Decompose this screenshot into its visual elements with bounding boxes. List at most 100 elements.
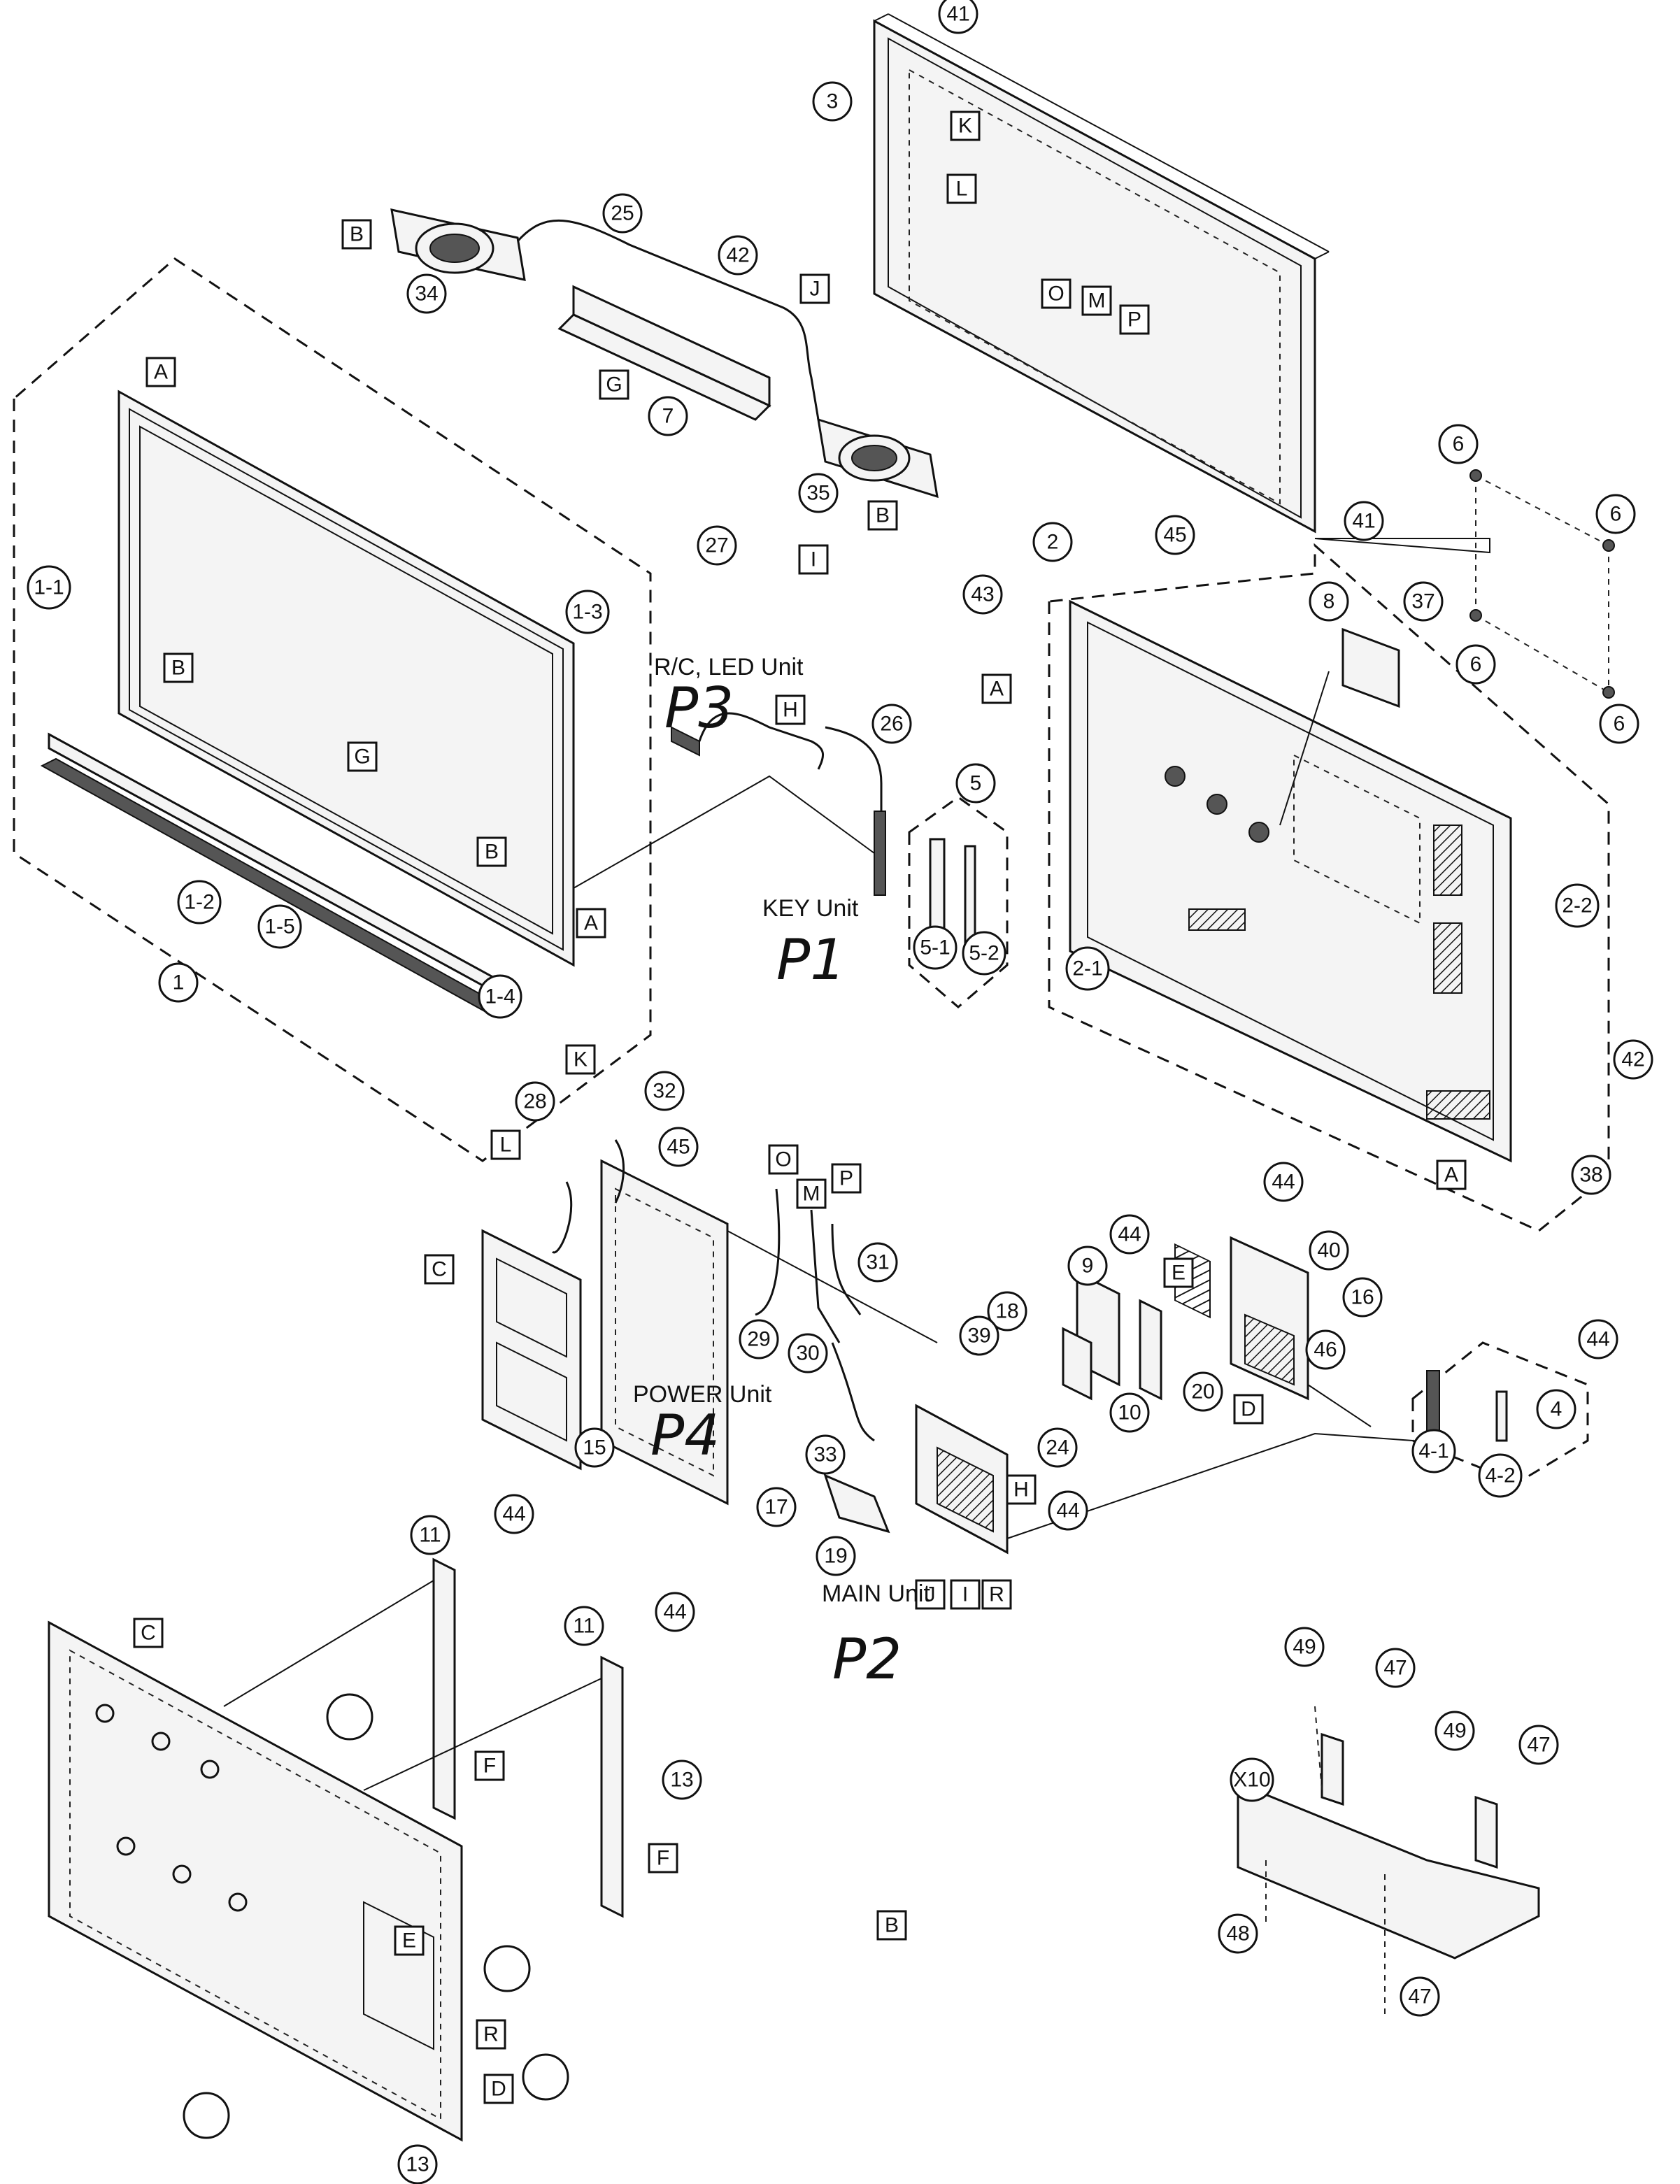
ref-box-frame	[648, 1843, 678, 1873]
callout-c38: 38	[1571, 1155, 1611, 1195]
callout-circle	[662, 1760, 702, 1800]
ref-box-frame	[1163, 1257, 1194, 1288]
ref-box-bD1: D	[1233, 1394, 1264, 1425]
callout-circle	[739, 1319, 779, 1359]
ref-box-bB5: B	[876, 1910, 907, 1941]
callout-circle	[644, 1071, 685, 1111]
ref-box-label: H	[783, 699, 798, 722]
callout-circle	[816, 1536, 856, 1576]
ref-box-frame	[1006, 1474, 1037, 1505]
speaker-cable-25	[516, 219, 820, 420]
ref-box-label: B	[876, 504, 890, 527]
callout-c46: 46	[1305, 1329, 1346, 1370]
callout-circle	[1555, 883, 1600, 928]
callout-c10: 10	[1109, 1392, 1150, 1433]
callout-c29: 29	[739, 1319, 779, 1359]
ref-box-bO1: O	[1041, 278, 1072, 309]
ref-box-bB1: B	[341, 219, 372, 250]
key-board-5-2	[964, 845, 976, 945]
callout-circle	[257, 904, 302, 949]
callout-label: 17	[764, 1496, 788, 1519]
callout-circle	[788, 1333, 828, 1373]
callout-label: 13	[406, 2153, 429, 2176]
callout-label: 24	[1046, 1436, 1069, 1459]
callout-c1-4: 1-4	[478, 974, 522, 1019]
ref-box-label: F	[657, 1847, 669, 1870]
callout-label: 11	[573, 1615, 595, 1638]
callout-circle	[798, 473, 839, 513]
callout-label: 6	[1470, 653, 1482, 676]
ref-box-label: P	[1127, 308, 1141, 331]
ref-box-frame	[798, 544, 829, 575]
callout-circle	[871, 704, 912, 744]
callout-label: 44	[1118, 1223, 1141, 1246]
ref-box-label: M	[803, 1183, 820, 1206]
callout-c43: 43	[962, 574, 1003, 615]
ref-box-bF2: F	[648, 1843, 678, 1873]
callout-c5-2: 5-2	[962, 931, 1006, 976]
callout-label: 2-1	[1072, 957, 1102, 980]
ref-box-label: M	[1088, 290, 1106, 313]
callout-label: 49	[1293, 1636, 1316, 1659]
callout-label: 44	[502, 1503, 525, 1526]
callout-c5-1: 5-1	[913, 925, 958, 970]
ref-box-frame	[145, 357, 176, 387]
callout-label: 10	[1118, 1401, 1141, 1425]
callout-c44d: 44	[1048, 1490, 1088, 1531]
callout-circle	[602, 193, 643, 234]
ref-box-bI1: I	[798, 544, 829, 575]
callout-c1: 1	[158, 962, 199, 1003]
callout-c32: 32	[644, 1071, 685, 1111]
cable-32	[614, 1139, 625, 1204]
callout-label: 9	[1082, 1255, 1094, 1278]
ref-box-frame	[946, 173, 977, 204]
ref-box-bP1: P	[1119, 304, 1150, 335]
back-chassis-panel	[48, 1620, 463, 2142]
ref-box-label: R	[989, 1583, 1004, 1606]
stand-x10	[1237, 1706, 1540, 2014]
callout-c4: 4	[1536, 1389, 1576, 1429]
callout-label: 5-2	[969, 942, 999, 965]
ref-box-bM2: M	[796, 1178, 827, 1209]
callout-label: 4-2	[1485, 1464, 1515, 1487]
callout-c44f: 44	[655, 1592, 695, 1632]
callout-circle	[1595, 494, 1636, 534]
callout-circle	[1048, 1490, 1088, 1531]
callout-circle	[515, 1081, 555, 1122]
ref-box-bB2: B	[867, 500, 898, 531]
callout-label: 2	[1047, 531, 1059, 554]
callout-label: 5-1	[920, 936, 950, 959]
callout-label: 30	[796, 1342, 819, 1365]
callout-label: 25	[611, 202, 634, 225]
callout-label: 1-5	[264, 915, 294, 938]
callout-c20: 20	[1183, 1371, 1223, 1412]
leader-power-to-main	[727, 1230, 938, 1343]
callout-c49b: 49	[1435, 1711, 1475, 1751]
callout-circle	[1109, 1392, 1150, 1433]
bracket-19	[823, 1473, 890, 1534]
callout-label: 38	[1579, 1164, 1602, 1187]
cable-33	[831, 1342, 875, 1442]
ref-box-bR1: R	[981, 1579, 1012, 1610]
ref-box-frame	[981, 1579, 1012, 1610]
ref-box-label: D	[1241, 1398, 1256, 1421]
main-board-p2	[915, 1404, 1009, 1555]
callout-label: 47	[1408, 1985, 1431, 2008]
callout-c31: 31	[857, 1242, 898, 1283]
callout-c45a: 45	[1155, 515, 1195, 555]
ref-box-frame	[474, 1750, 505, 1781]
ref-box-bB4: B	[476, 836, 507, 867]
ref-box-bL2: L	[490, 1129, 521, 1160]
callout-c44e: 44	[494, 1494, 534, 1534]
callout-c44b: 44	[1109, 1214, 1150, 1255]
ref-box-label: L	[500, 1134, 512, 1157]
callout-circle	[1305, 1329, 1346, 1370]
callout-circle	[648, 396, 688, 436]
callout-c6a: 6	[1438, 424, 1479, 464]
callout-label: 44	[1586, 1328, 1609, 1351]
callout-label: 15	[583, 1436, 606, 1459]
ref-box-bM1: M	[1081, 285, 1112, 316]
ref-box-label: B	[350, 223, 364, 246]
callout-circle	[697, 525, 737, 566]
ref-box-bJ2: J	[915, 1579, 946, 1610]
